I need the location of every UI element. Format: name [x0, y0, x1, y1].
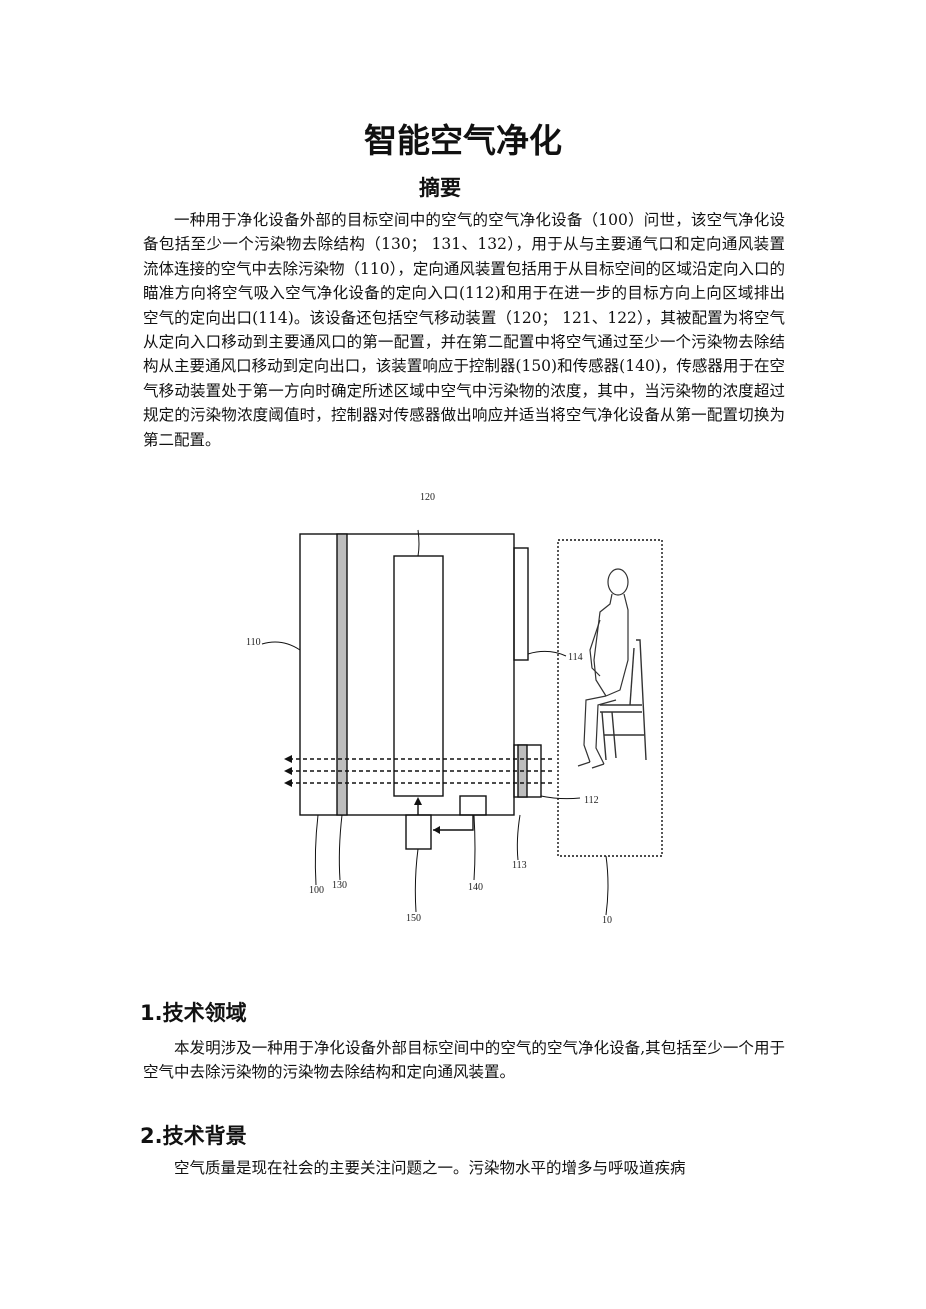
label-130: 130: [332, 880, 347, 891]
abstract-heading: 摘要: [419, 176, 461, 200]
section-heading-background: 2.技术背景: [140, 1124, 247, 1148]
label-112: 112: [584, 795, 599, 806]
section-heading-field: 1.技术领域: [140, 1001, 247, 1025]
target-space-10: [557, 539, 663, 857]
seated-person: [577, 568, 629, 769]
sensor-140: [459, 795, 487, 816]
label-110: 110: [246, 637, 261, 648]
section-text-background: 空气质量是现在社会的主要关注问题之一。污染物水平的增多与呼吸道疾病: [174, 1159, 686, 1177]
label-150: 150: [406, 913, 421, 924]
label-113: 113: [512, 860, 527, 871]
label-140: 140: [468, 882, 483, 893]
abstract-paragraph: 一种用于净化设备外部的目标空间中的空气的空气净化设备（100）问世，该空气净化设…: [143, 211, 785, 449]
outlet-114: [513, 547, 529, 661]
housing-100: [299, 533, 515, 816]
chair: [600, 639, 647, 761]
airflow-lines: [290, 758, 552, 784]
label-114: 114: [568, 652, 583, 663]
filter-130: [336, 533, 348, 816]
fan-120: [393, 555, 444, 797]
label-120: 120: [420, 492, 435, 503]
label-10: 10: [602, 915, 612, 926]
controller-150: [405, 814, 432, 850]
document-title: 智能空气净化: [364, 121, 562, 160]
section-text-field: 本发明涉及一种用于净化设备外部目标空间中的空气的空气净化设备,其包括至少一个用于…: [143, 1039, 785, 1082]
label-100: 100: [309, 885, 324, 896]
